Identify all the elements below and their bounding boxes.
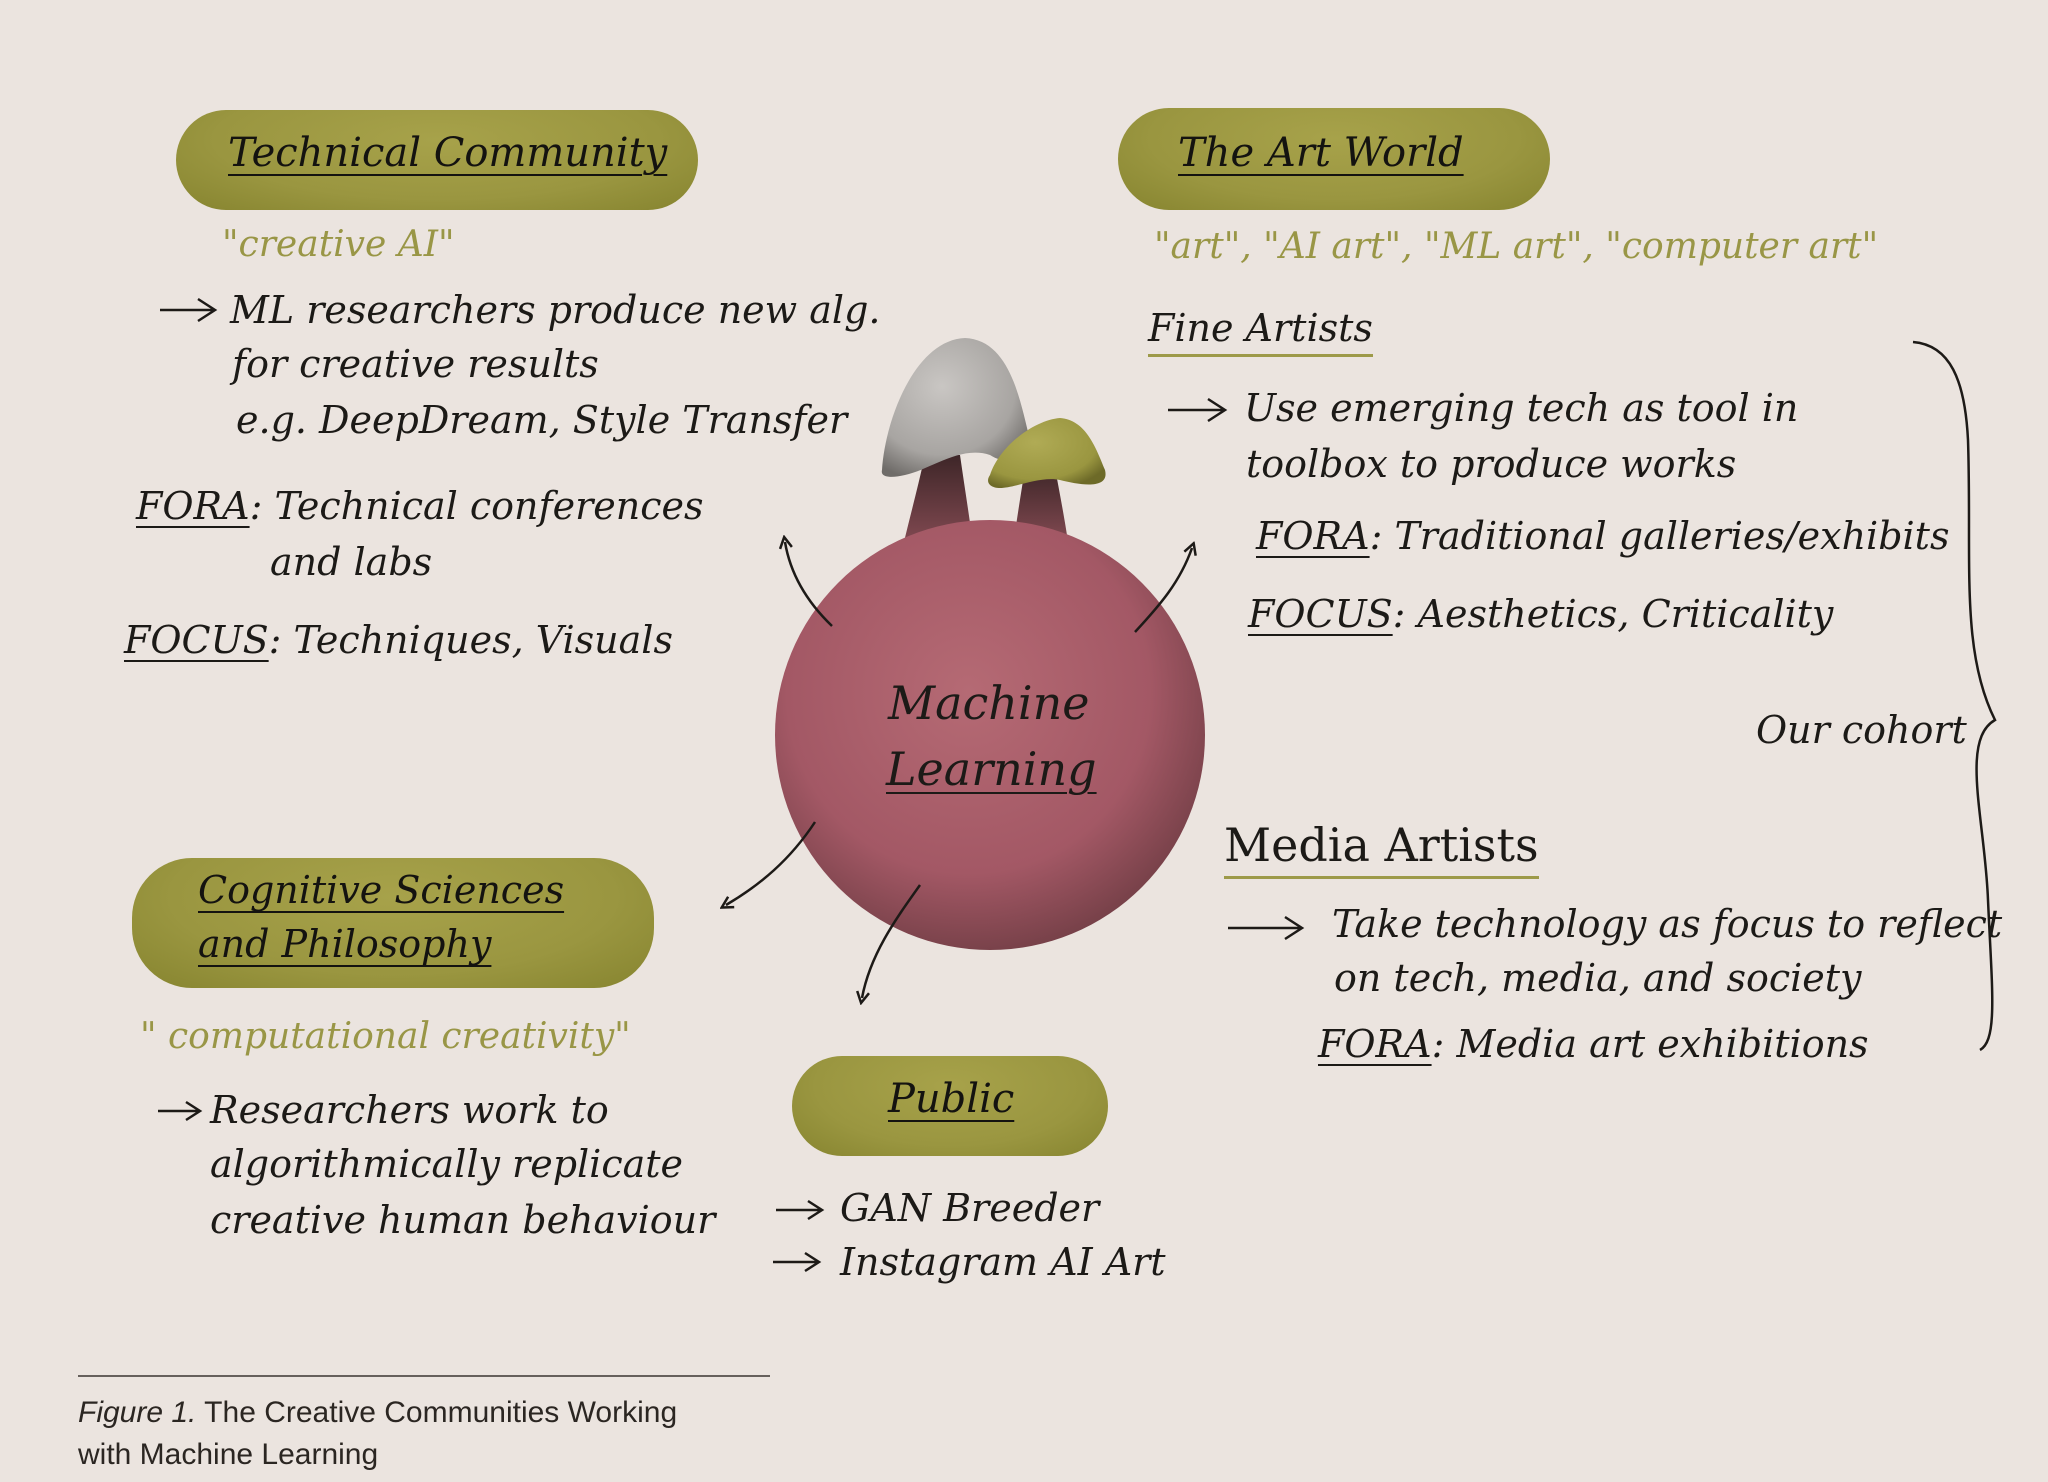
media-artists-fora-label: FORA — [1318, 1022, 1432, 1066]
cohort-label: Our cohort — [1756, 708, 1967, 752]
cognitive-title-line1: Cognitive Sciences — [198, 868, 565, 912]
arrow-technical-line1 — [160, 297, 218, 323]
technical-fora: FORA: Technical conferences — [136, 484, 703, 528]
fine-artists-heading: Fine Artists — [1148, 306, 1373, 357]
machine-learning-sphere — [775, 520, 1205, 950]
cognitive-line1: Researchers work to — [210, 1088, 609, 1132]
technical-line2: for creative results — [232, 342, 599, 386]
media-artists-line2: on tech, media, and society — [1334, 956, 1862, 1000]
arrow-public-item1 — [776, 1199, 825, 1221]
technical-quote: "creative AI" — [222, 224, 455, 265]
center-label-line1: Machine — [888, 676, 1090, 730]
arrow-to-technical — [785, 542, 833, 627]
fine-artists-fora-label: FORA — [1256, 514, 1370, 558]
arrow-public-item2 — [773, 1251, 822, 1273]
arrow-cognitive-line1 — [158, 1100, 203, 1122]
fine-artists-fora: FORA: Traditional galleries/exhibits — [1256, 514, 1949, 558]
cognitive-quote: " computational creativity" — [140, 1016, 631, 1057]
fine-artists-focus-label: FOCUS — [1248, 592, 1393, 636]
technical-fora-label: FORA — [136, 484, 250, 528]
figure-caption-text: The Creative Communities Working — [196, 1396, 678, 1429]
fine-artists-focus-text: : Aesthetics, Criticality — [1392, 592, 1834, 636]
technical-community-title: Technical Community — [228, 130, 668, 176]
mushroom-cap-olive — [988, 418, 1106, 488]
technical-community-pill — [176, 110, 698, 210]
figure-caption-label: Figure 1. — [78, 1396, 197, 1429]
art-world-title: The Art World — [1178, 130, 1464, 176]
technical-focus-label: FOCUS — [124, 618, 269, 662]
art-world-pill — [1118, 108, 1550, 210]
cognitive-line2: algorithmically replicate — [210, 1142, 684, 1186]
media-artists-heading: Media Artists — [1224, 818, 1539, 879]
fine-artists-focus: FOCUS: Aesthetics, Criticality — [1248, 592, 1833, 636]
cognitive-pill — [132, 858, 654, 988]
media-artists-line1: Take technology as focus to reflect — [1332, 902, 2003, 946]
public-pill — [792, 1056, 1108, 1156]
cohort-brace — [1912, 340, 1997, 1052]
fine-artists-fora-text: : Traditional galleries/exhibits — [1369, 514, 1950, 558]
technical-fora-line2: and labs — [270, 540, 433, 584]
technical-focus: FOCUS: Techniques, Visuals — [124, 618, 673, 662]
figure-caption-text2: with Machine Learning — [78, 1438, 379, 1471]
technical-focus-text: : Techniques, Visuals — [268, 618, 673, 662]
center-label-line2: Learning — [886, 742, 1097, 796]
fine-artists-line1: Use emerging tech as tool in — [1244, 386, 1799, 430]
arrow-to-cognitive — [726, 821, 817, 905]
technical-fora-text: : Technical conferences — [249, 484, 704, 528]
arrow-to-public — [862, 884, 922, 998]
mushroom-cap-gray — [881, 338, 1032, 477]
art-world-quote: "art", "AI art", "ML art", "computer art… — [1154, 226, 1879, 267]
arrow-media-artists — [1228, 915, 1305, 941]
figure-caption: Figure 1. The Creative Communities Worki… — [78, 1392, 677, 1476]
media-artists-fora-text: : Media art exhibitions — [1431, 1022, 1869, 1066]
cognitive-title-line2: and Philosophy — [198, 922, 492, 966]
arrow-fine-artists — [1168, 397, 1228, 423]
public-item2: Instagram AI Art — [840, 1240, 1166, 1284]
cognitive-line3: creative human behaviour — [210, 1198, 716, 1242]
technical-line1: ML researchers produce new alg. — [230, 288, 881, 332]
fine-artists-line2: toolbox to produce works — [1246, 442, 1737, 486]
public-item1: GAN Breeder — [840, 1186, 1100, 1230]
technical-line3: e.g. DeepDream, Style Transfer — [236, 398, 848, 442]
public-title: Public — [888, 1076, 1015, 1122]
arrow-to-art-world — [1134, 548, 1192, 633]
media-artists-fora: FORA: Media art exhibitions — [1318, 1022, 1869, 1066]
